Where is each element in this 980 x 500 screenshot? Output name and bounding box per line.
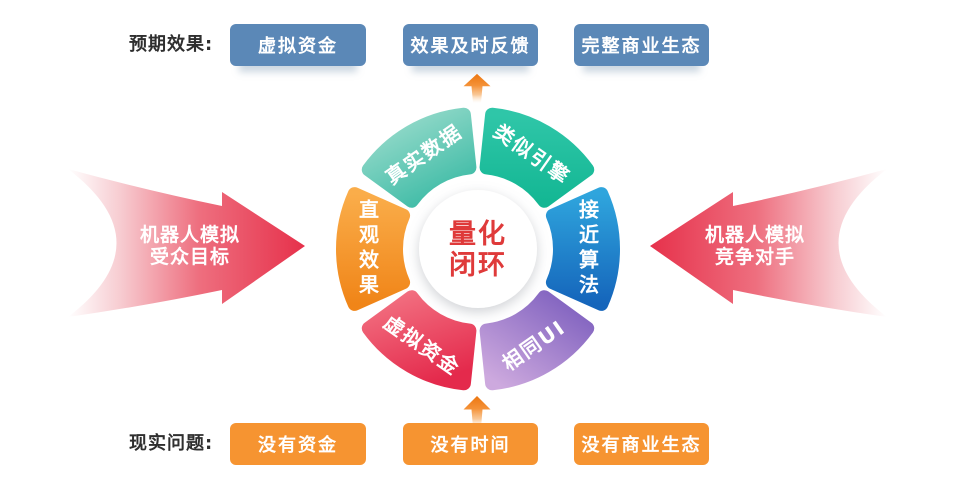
- right-arrow-caption-line2: 竞争对手: [714, 246, 795, 268]
- right-arrow-caption: 机器人模拟 竞争对手: [670, 224, 840, 268]
- reality-box-no-ecosystem: 没有商业生态: [574, 423, 709, 465]
- center-caption-line2: 闭环: [449, 250, 507, 281]
- expected-row-label: 预期效果:: [129, 34, 214, 55]
- expected-box-timely-feedback: 效果及时反馈: [403, 24, 538, 66]
- segment-label-intuitive-effect: 直观效果: [355, 199, 380, 299]
- left-arrow-caption: 机器人模拟 受众目标: [105, 224, 275, 268]
- ring-segment-1: [479, 107, 595, 208]
- center-caption-line1: 量化: [449, 219, 507, 250]
- ring-segment-3: [479, 290, 595, 391]
- reality-box-no-funds: 没有资金: [230, 423, 366, 465]
- left-arrow-caption-line2: 受众目标: [149, 246, 230, 268]
- ring-segment-4: [361, 290, 477, 391]
- right-red-arrow: [650, 169, 887, 317]
- up-arrow-icon: [463, 395, 491, 428]
- cycle-ring: [336, 107, 620, 391]
- ring-segment-5: [336, 187, 411, 311]
- center-caption: 量化 闭环: [449, 219, 507, 281]
- reality-row-label: 现实问题:: [129, 433, 214, 454]
- reality-box-no-time: 没有时间: [403, 423, 538, 465]
- segment-label-close-algorithm: 接近算法: [575, 199, 600, 299]
- ring-segment-0: [361, 107, 477, 208]
- left-red-arrow: [68, 169, 305, 317]
- expected-box-complete-ecosystem: 完整商业生态: [574, 24, 709, 66]
- expected-box-virtual-funds: 虚拟资金: [230, 24, 366, 66]
- left-arrow-caption-line1: 机器人模拟: [139, 224, 240, 246]
- right-arrow-caption-line1: 机器人模拟: [704, 224, 805, 246]
- center-circle: [419, 190, 537, 308]
- up-arrow-icon: [463, 73, 491, 103]
- ring-segment-2: [545, 187, 620, 311]
